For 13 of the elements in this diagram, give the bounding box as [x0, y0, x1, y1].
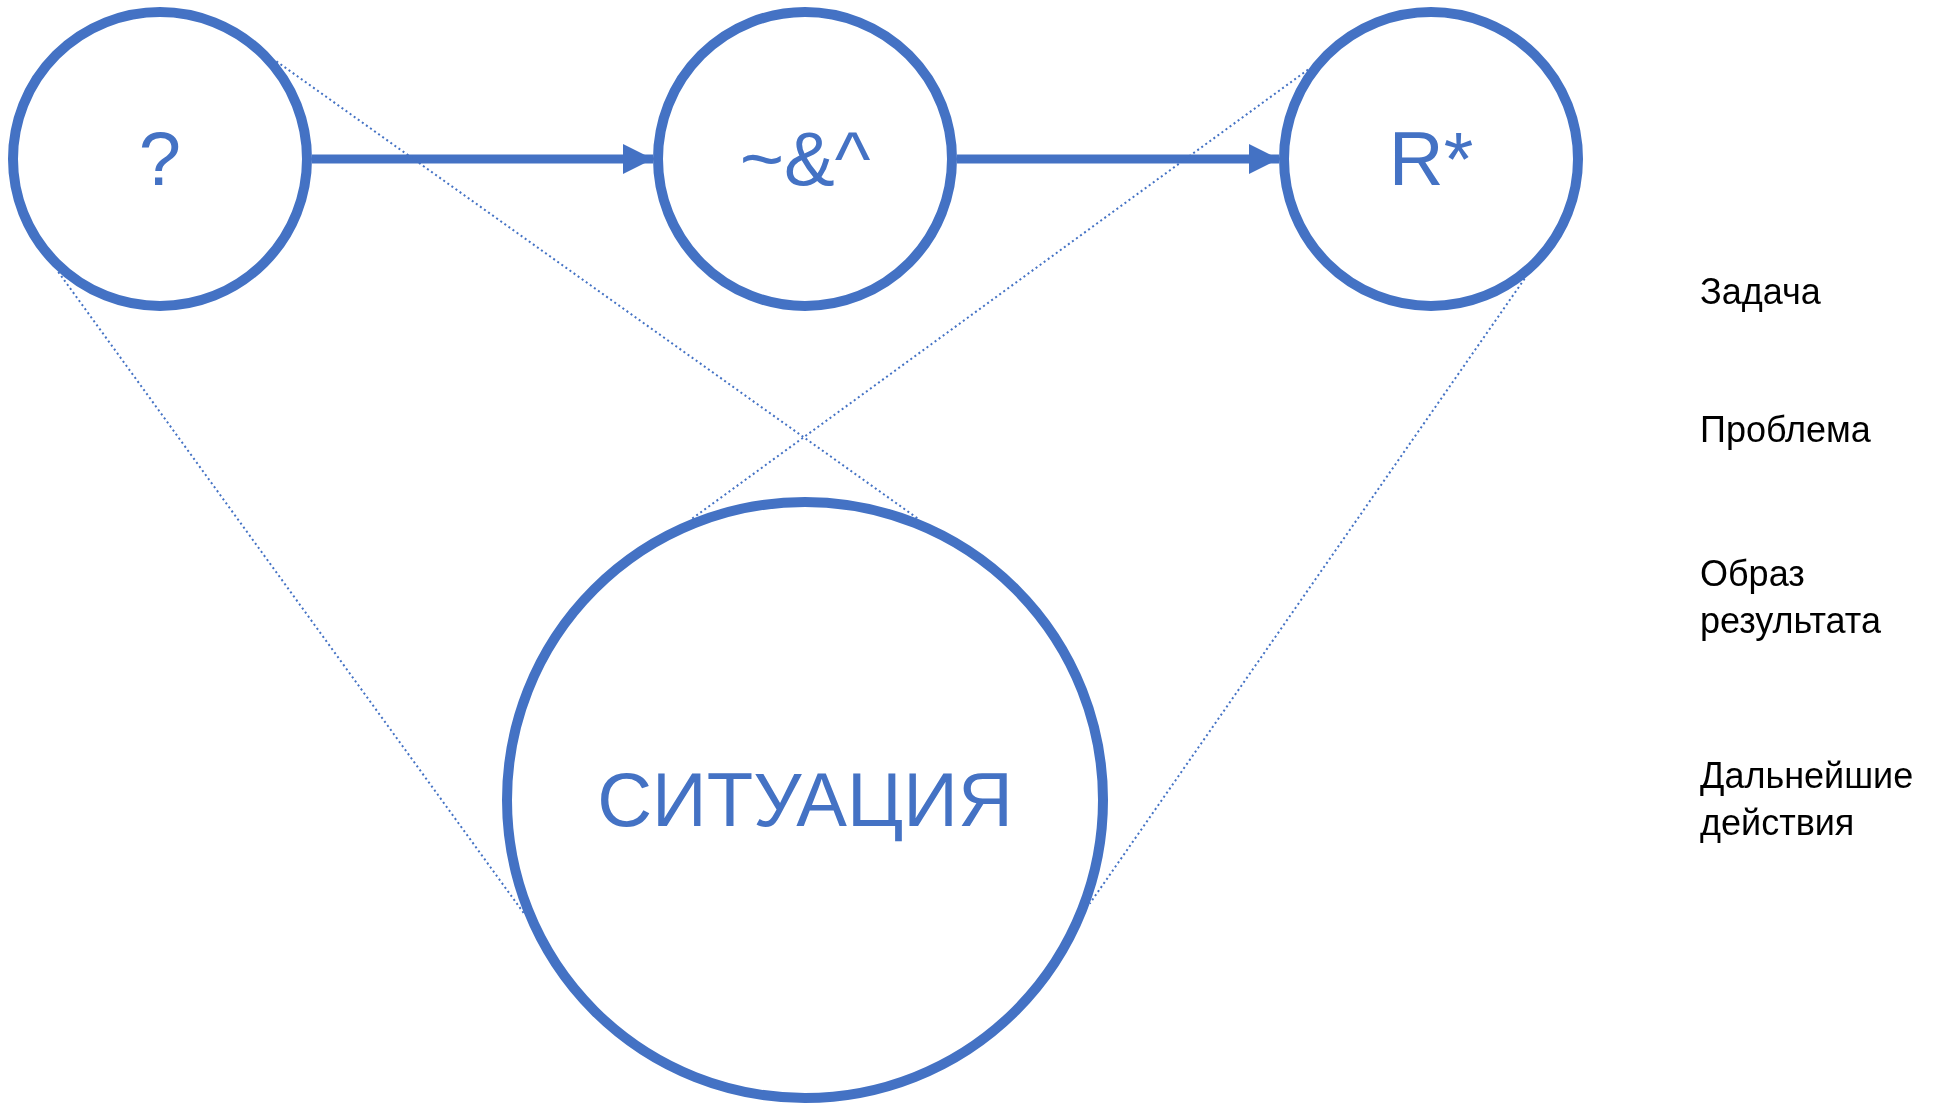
dotted-line [690, 68, 1310, 521]
dotted-line [275, 60, 920, 521]
side-label: Задача [1700, 269, 1822, 314]
side-label: Дальнейшие действия [1700, 754, 1915, 845]
dotted-line [57, 270, 526, 915]
arrow [312, 144, 653, 174]
node-label: ? [138, 121, 182, 197]
node-label: ~&^ [739, 121, 871, 197]
dotted-line [1088, 277, 1526, 905]
side-label: Проблема [1700, 407, 1872, 452]
node-label: R* [1388, 121, 1474, 197]
arrow [957, 144, 1279, 174]
side-label: Образ результата [1700, 552, 1882, 643]
